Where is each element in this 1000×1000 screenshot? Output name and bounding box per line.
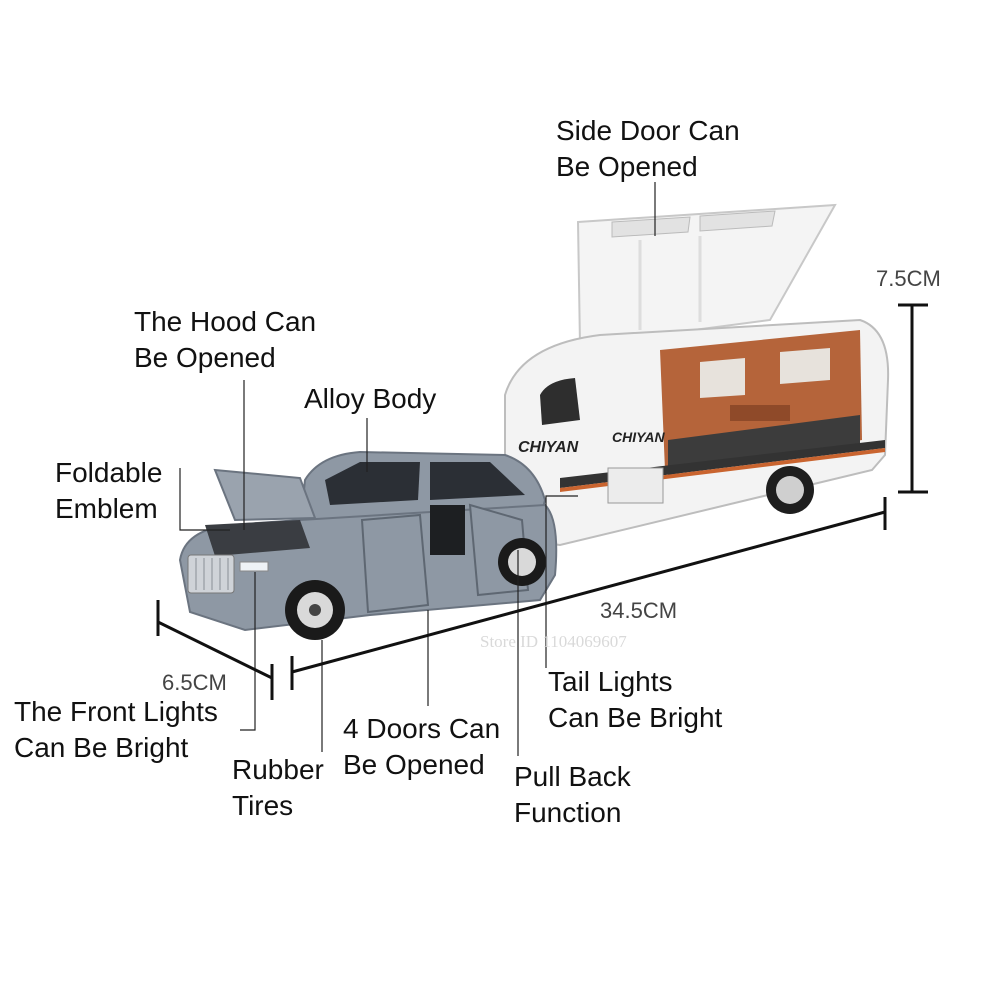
car-grille <box>187 554 235 594</box>
leader-lines <box>179 182 656 756</box>
dimension-width: 6.5CM <box>162 670 227 695</box>
dimension-lines <box>156 303 928 700</box>
trailer-brand-front: CHIYAN <box>518 439 579 456</box>
trailer-side-door <box>576 203 837 347</box>
store-watermark: Store ID 1104069607 <box>480 632 627 651</box>
car-headlight <box>239 561 269 572</box>
car-front-door <box>360 513 430 614</box>
label-alloy-body: Alloy Body <box>304 383 437 414</box>
suv-car <box>178 450 558 640</box>
dimension-height: 7.5CM <box>876 266 941 291</box>
trailer-brand-side: CHIYAN <box>612 429 666 445</box>
dimension-length: 34.5CM <box>600 598 678 623</box>
car-hood <box>213 468 317 522</box>
caravan-trailer: CHIYAN CHIYAN <box>503 203 890 547</box>
